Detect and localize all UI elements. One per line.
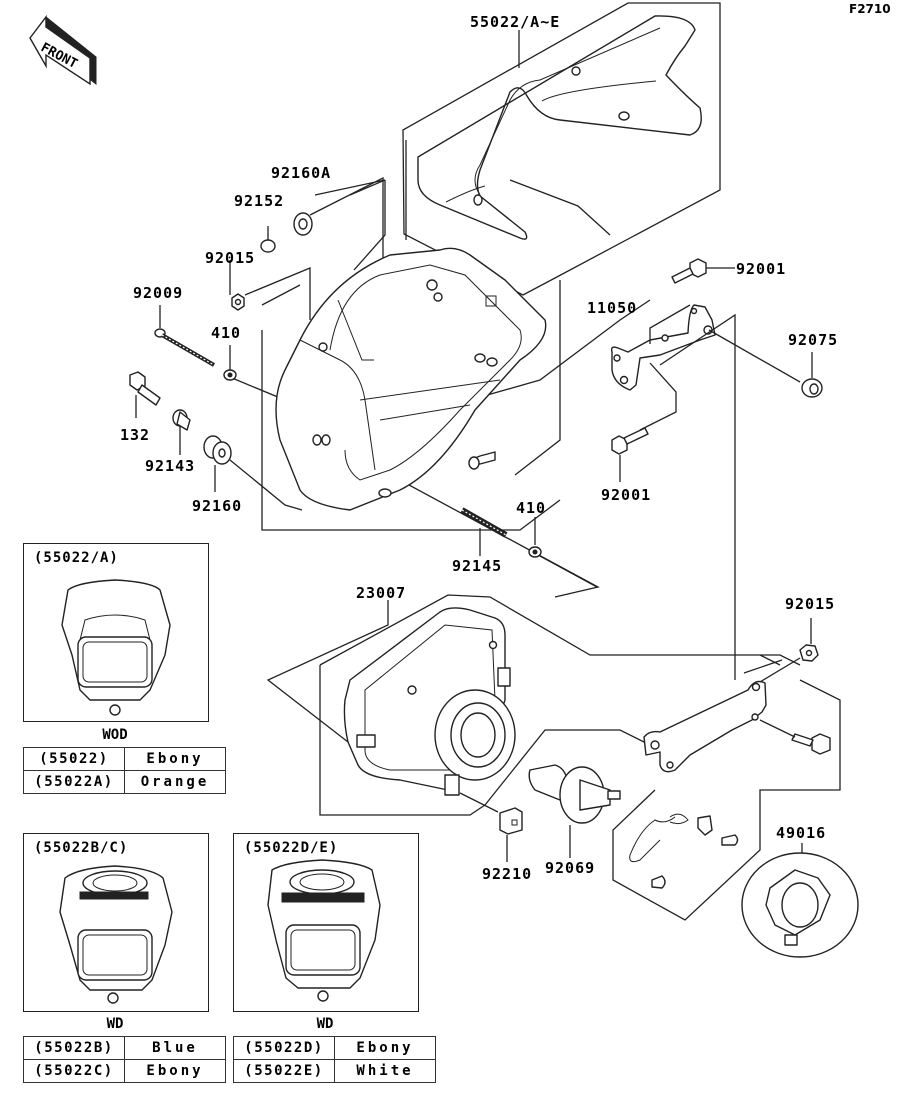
part-code-cell: (55022B) xyxy=(23,1036,125,1060)
table-row: (55022B) Blue xyxy=(23,1036,226,1060)
variant-title: (55022B/C) xyxy=(34,840,129,856)
color-cell: Ebony xyxy=(334,1036,436,1060)
variant-title: (55022D/E) xyxy=(244,840,339,856)
fasteners-left xyxy=(129,212,313,465)
callout-92075[interactable]: 92075 xyxy=(788,331,839,349)
nut-92075-part xyxy=(801,352,823,398)
wire-clip-part xyxy=(629,813,739,889)
bracket-lower-right-part xyxy=(643,654,801,773)
headlight-unit-23007-part xyxy=(266,594,781,816)
color-cell: Ebony xyxy=(124,747,226,771)
callout-92210[interactable]: 92210 xyxy=(482,865,533,883)
callout-92001-bottom[interactable]: 92001 xyxy=(601,486,652,504)
color-cell: Orange xyxy=(124,770,226,794)
variant-code: WD xyxy=(106,1016,124,1032)
callout-92160a[interactable]: 92160A xyxy=(271,164,332,182)
variant-55022a-sketch xyxy=(61,579,171,716)
part-code-cell: (55022A) xyxy=(23,770,125,794)
callout-92015-top[interactable]: 92015 xyxy=(205,249,256,267)
headlight-fairing-part xyxy=(402,2,721,296)
callout-92143[interactable]: 92143 xyxy=(145,457,196,475)
screw-mid-part xyxy=(468,451,496,470)
callout-55022-ae[interactable]: 55022/A~E xyxy=(470,13,561,31)
variant-code: WD xyxy=(316,1016,334,1032)
retainer-92210-part xyxy=(459,792,523,862)
callout-23007[interactable]: 23007 xyxy=(356,584,407,602)
collar-92152-part xyxy=(260,239,276,253)
bracket-11050-part xyxy=(610,304,801,680)
callout-49016[interactable]: 49016 xyxy=(776,824,827,842)
bolt-92001-top-part xyxy=(671,258,735,284)
table-row: (55022) Ebony xyxy=(23,747,226,771)
callout-410-mid[interactable]: 410 xyxy=(516,499,547,517)
table-row: (55022E) White xyxy=(233,1059,436,1083)
bulb-92069-part xyxy=(484,729,651,858)
headlight-bracket-part xyxy=(275,247,547,511)
leader-lines xyxy=(135,30,651,598)
leader-lines-right xyxy=(612,679,841,921)
part-code-cell: (55022D) xyxy=(233,1036,335,1060)
callout-92145[interactable]: 92145 xyxy=(452,557,503,575)
variant-55022de-sketch xyxy=(267,859,381,1002)
callout-92009[interactable]: 92009 xyxy=(133,284,184,302)
callout-92015-right[interactable]: 92015 xyxy=(785,595,836,613)
variant-55022bc-sketch xyxy=(59,865,173,1004)
callout-92069[interactable]: 92069 xyxy=(545,859,596,877)
figure-id: F2710 xyxy=(849,2,891,16)
callout-92160[interactable]: 92160 xyxy=(192,497,243,515)
bolt-lower-right-part xyxy=(759,719,831,755)
table-row: (55022A) Orange xyxy=(23,770,226,794)
nut-92015-right-part xyxy=(759,618,819,683)
part-code-cell: (55022C) xyxy=(23,1059,125,1083)
grommet-92160a-part xyxy=(293,212,313,236)
table-row: (55022C) Ebony xyxy=(23,1059,226,1083)
color-cell: White xyxy=(334,1059,436,1083)
callout-92001-top[interactable]: 92001 xyxy=(736,260,787,278)
variant-code: WOD xyxy=(102,727,128,743)
washer-410-mid-part xyxy=(528,517,598,588)
part-code-cell: (55022) xyxy=(23,747,125,771)
bolt-132-part xyxy=(129,371,161,406)
color-table-55022de: (55022D) Ebony (55022E) White xyxy=(233,1036,436,1083)
color-cell: Ebony xyxy=(124,1059,226,1083)
callout-132[interactable]: 132 xyxy=(120,426,151,444)
variant-title: (55022/A) xyxy=(34,550,119,566)
color-table-55022bc: (55022B) Blue (55022C) Ebony xyxy=(23,1036,226,1083)
washer-410-part xyxy=(223,369,237,381)
front-arrow-icon: FRONT xyxy=(29,14,97,86)
bolt-92001-bottom-part xyxy=(611,427,649,482)
color-table-55022a: (55022) Ebony (55022A) Orange xyxy=(23,747,226,794)
callout-92152[interactable]: 92152 xyxy=(234,192,285,210)
grommet-92160-part xyxy=(203,435,232,465)
part-code-cell: (55022E) xyxy=(233,1059,335,1083)
callout-410-left[interactable]: 410 xyxy=(211,324,242,342)
variant-box-55022bc: (55022B/C) xyxy=(23,833,209,1012)
socket-49016-part xyxy=(741,843,859,958)
nut-92015-part xyxy=(231,293,245,311)
color-cell: Blue xyxy=(124,1036,226,1060)
collar-92143-part xyxy=(172,409,191,431)
variant-box-55022de: (55022D/E) xyxy=(233,833,419,1012)
table-row: (55022D) Ebony xyxy=(233,1036,436,1060)
variant-box-55022a: (55022/A) xyxy=(23,543,209,722)
spring-92145-part xyxy=(460,507,508,556)
callout-11050[interactable]: 11050 xyxy=(587,299,638,317)
bolt-92009-part xyxy=(154,328,215,367)
